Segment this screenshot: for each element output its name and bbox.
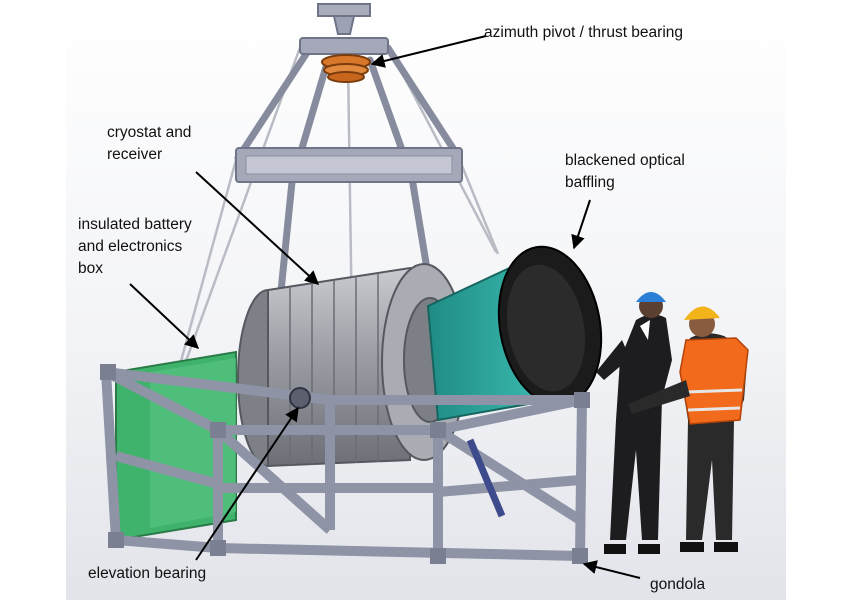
label-azimuth-pivot: azimuth pivot / thrust bearing: [484, 24, 684, 41]
label-battery-line2: and electronics: [78, 238, 183, 255]
label-battery-line1: insulated battery: [78, 216, 192, 233]
thrust-bearing: [321, 54, 371, 83]
worker-vest-figure: [628, 306, 749, 552]
label-battery-line3: box: [78, 260, 103, 277]
arrow-azimuth: [370, 35, 487, 68]
arrow-elevation: [195, 406, 299, 561]
label-elevation-bearing: elevation bearing: [88, 565, 207, 582]
label-gondola: gondola: [650, 576, 706, 593]
arrow-battery: [129, 283, 200, 349]
arrow-cryostat: [195, 171, 320, 285]
arrow-baffling: [571, 199, 591, 250]
label-baffling-line2: baffling: [565, 174, 615, 191]
callout-arrows: [129, 35, 641, 579]
gondola-frame: [101, 367, 587, 561]
upper-hoop-inner: [245, 155, 453, 175]
elevation-bearing-part: [289, 387, 311, 409]
actuator-strut: [466, 438, 506, 518]
label-cryostat-line2: receiver: [107, 146, 163, 163]
worker-suit-figure: [596, 292, 672, 554]
lifting-hook: [299, 3, 389, 55]
label-baffling-line1: blackened optical: [565, 152, 685, 169]
label-cryostat-line1: cryostat and: [107, 124, 192, 141]
arrow-gondola: [582, 560, 641, 579]
frame-joints: [100, 364, 590, 564]
